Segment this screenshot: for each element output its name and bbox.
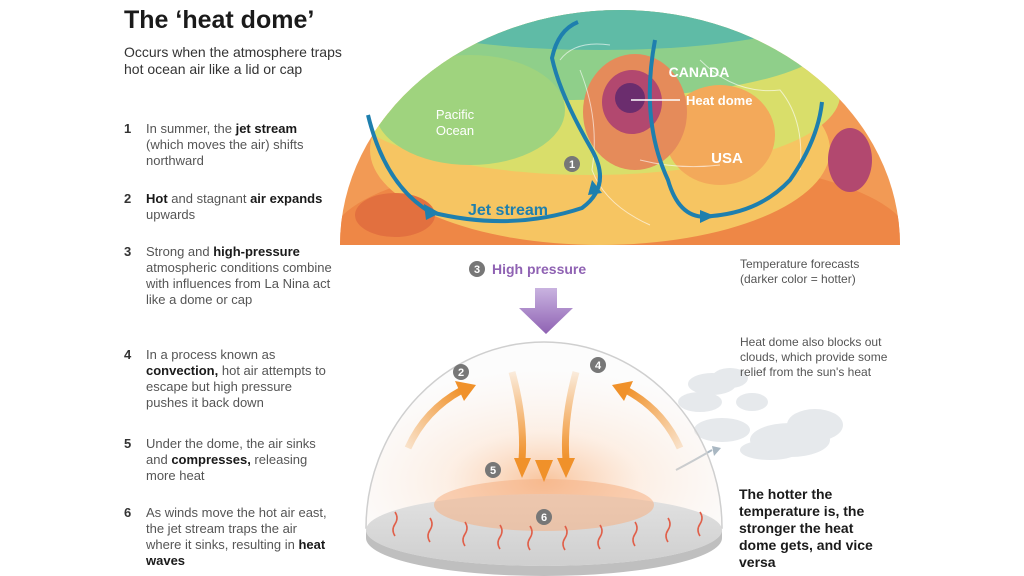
clouds	[678, 368, 843, 460]
high-pressure-marker: 3	[469, 261, 485, 277]
rising-arrowhead-right	[612, 381, 633, 401]
step-text: As winds move the hot air east, the jet …	[146, 505, 327, 568]
svg-text:3: 3	[474, 264, 480, 276]
usa-label: USA	[711, 150, 743, 167]
pacific-label-line1: Pacific	[436, 107, 475, 122]
jet-stream-arrowhead-1	[424, 204, 440, 220]
svg-text:4: 4	[595, 360, 602, 372]
step-number: 4	[124, 347, 132, 362]
svg-text:1: 1	[569, 159, 575, 171]
step-number: 5	[124, 436, 132, 451]
page-title: The ‘heat dome’	[124, 6, 315, 34]
step-4: 4 In a process known as convection, hot …	[124, 347, 334, 411]
step-text: In a process known as convection, hot ai…	[146, 347, 326, 410]
step-number: 1	[124, 121, 132, 136]
step-1: 1 In summer, the jet stream (which moves…	[124, 121, 334, 169]
bottom-note: The hotter the temperature is, the stron…	[739, 486, 873, 570]
step-text: Under the dome, the air sinks and compre…	[146, 436, 316, 483]
clouds-note: Heat dome also blocks out clouds, which …	[740, 335, 888, 379]
step-6: 6 As winds move the hot air east, the je…	[124, 505, 334, 569]
step-text: Strong and high-pressure atmospheric con…	[146, 244, 332, 307]
canada-label: CANADA	[669, 64, 730, 80]
step-5: 5 Under the dome, the air sinks and comp…	[124, 436, 334, 484]
sinking-air-arrows	[508, 366, 580, 482]
high-pressure-arrow	[519, 288, 573, 334]
jet-stream-label: Jet stream	[468, 202, 548, 219]
step-text: Hot and stagnant air expands upwards	[146, 191, 323, 222]
step-3: 3 Strong and high-pressure atmospheric c…	[124, 244, 334, 308]
map-marker-1: 1	[564, 156, 580, 172]
svg-text:2: 2	[458, 367, 464, 379]
dome-marker-2: 2	[453, 364, 469, 380]
svg-text:6: 6	[541, 512, 547, 524]
high-pressure-label: High pressure	[492, 261, 586, 277]
deflect-arrowhead	[712, 446, 721, 456]
jet-stream-arrowhead-3	[700, 210, 715, 223]
temperature-legend: Temperature forecasts (darker color = ho…	[740, 257, 860, 286]
step-text: In summer, the jet stream (which moves t…	[146, 121, 304, 168]
intro-text: Occurs when the atmosphere traps hot oce…	[124, 44, 342, 77]
pacific-label-line2: Ocean	[436, 123, 474, 138]
rising-arrowhead-left	[455, 381, 476, 401]
rising-arrow-right	[624, 386, 684, 450]
step-number: 3	[124, 244, 132, 259]
jet-stream-line	[366, 20, 602, 224]
svg-text:5: 5	[490, 465, 496, 477]
step-number: 6	[124, 505, 132, 520]
dome-marker-5: 5	[485, 462, 501, 478]
dome-marker-4: 4	[590, 357, 606, 373]
heat-waves-squiggles	[392, 511, 703, 551]
step-number: 2	[124, 191, 132, 206]
step-2: 2 Hot and stagnant air expands upwards	[124, 191, 334, 223]
jet-stream-arrowhead-2	[588, 180, 602, 195]
rising-arrow-left	[404, 386, 464, 450]
heat-dome-label: Heat dome	[686, 93, 752, 108]
dome-marker-6: 6	[536, 509, 552, 525]
